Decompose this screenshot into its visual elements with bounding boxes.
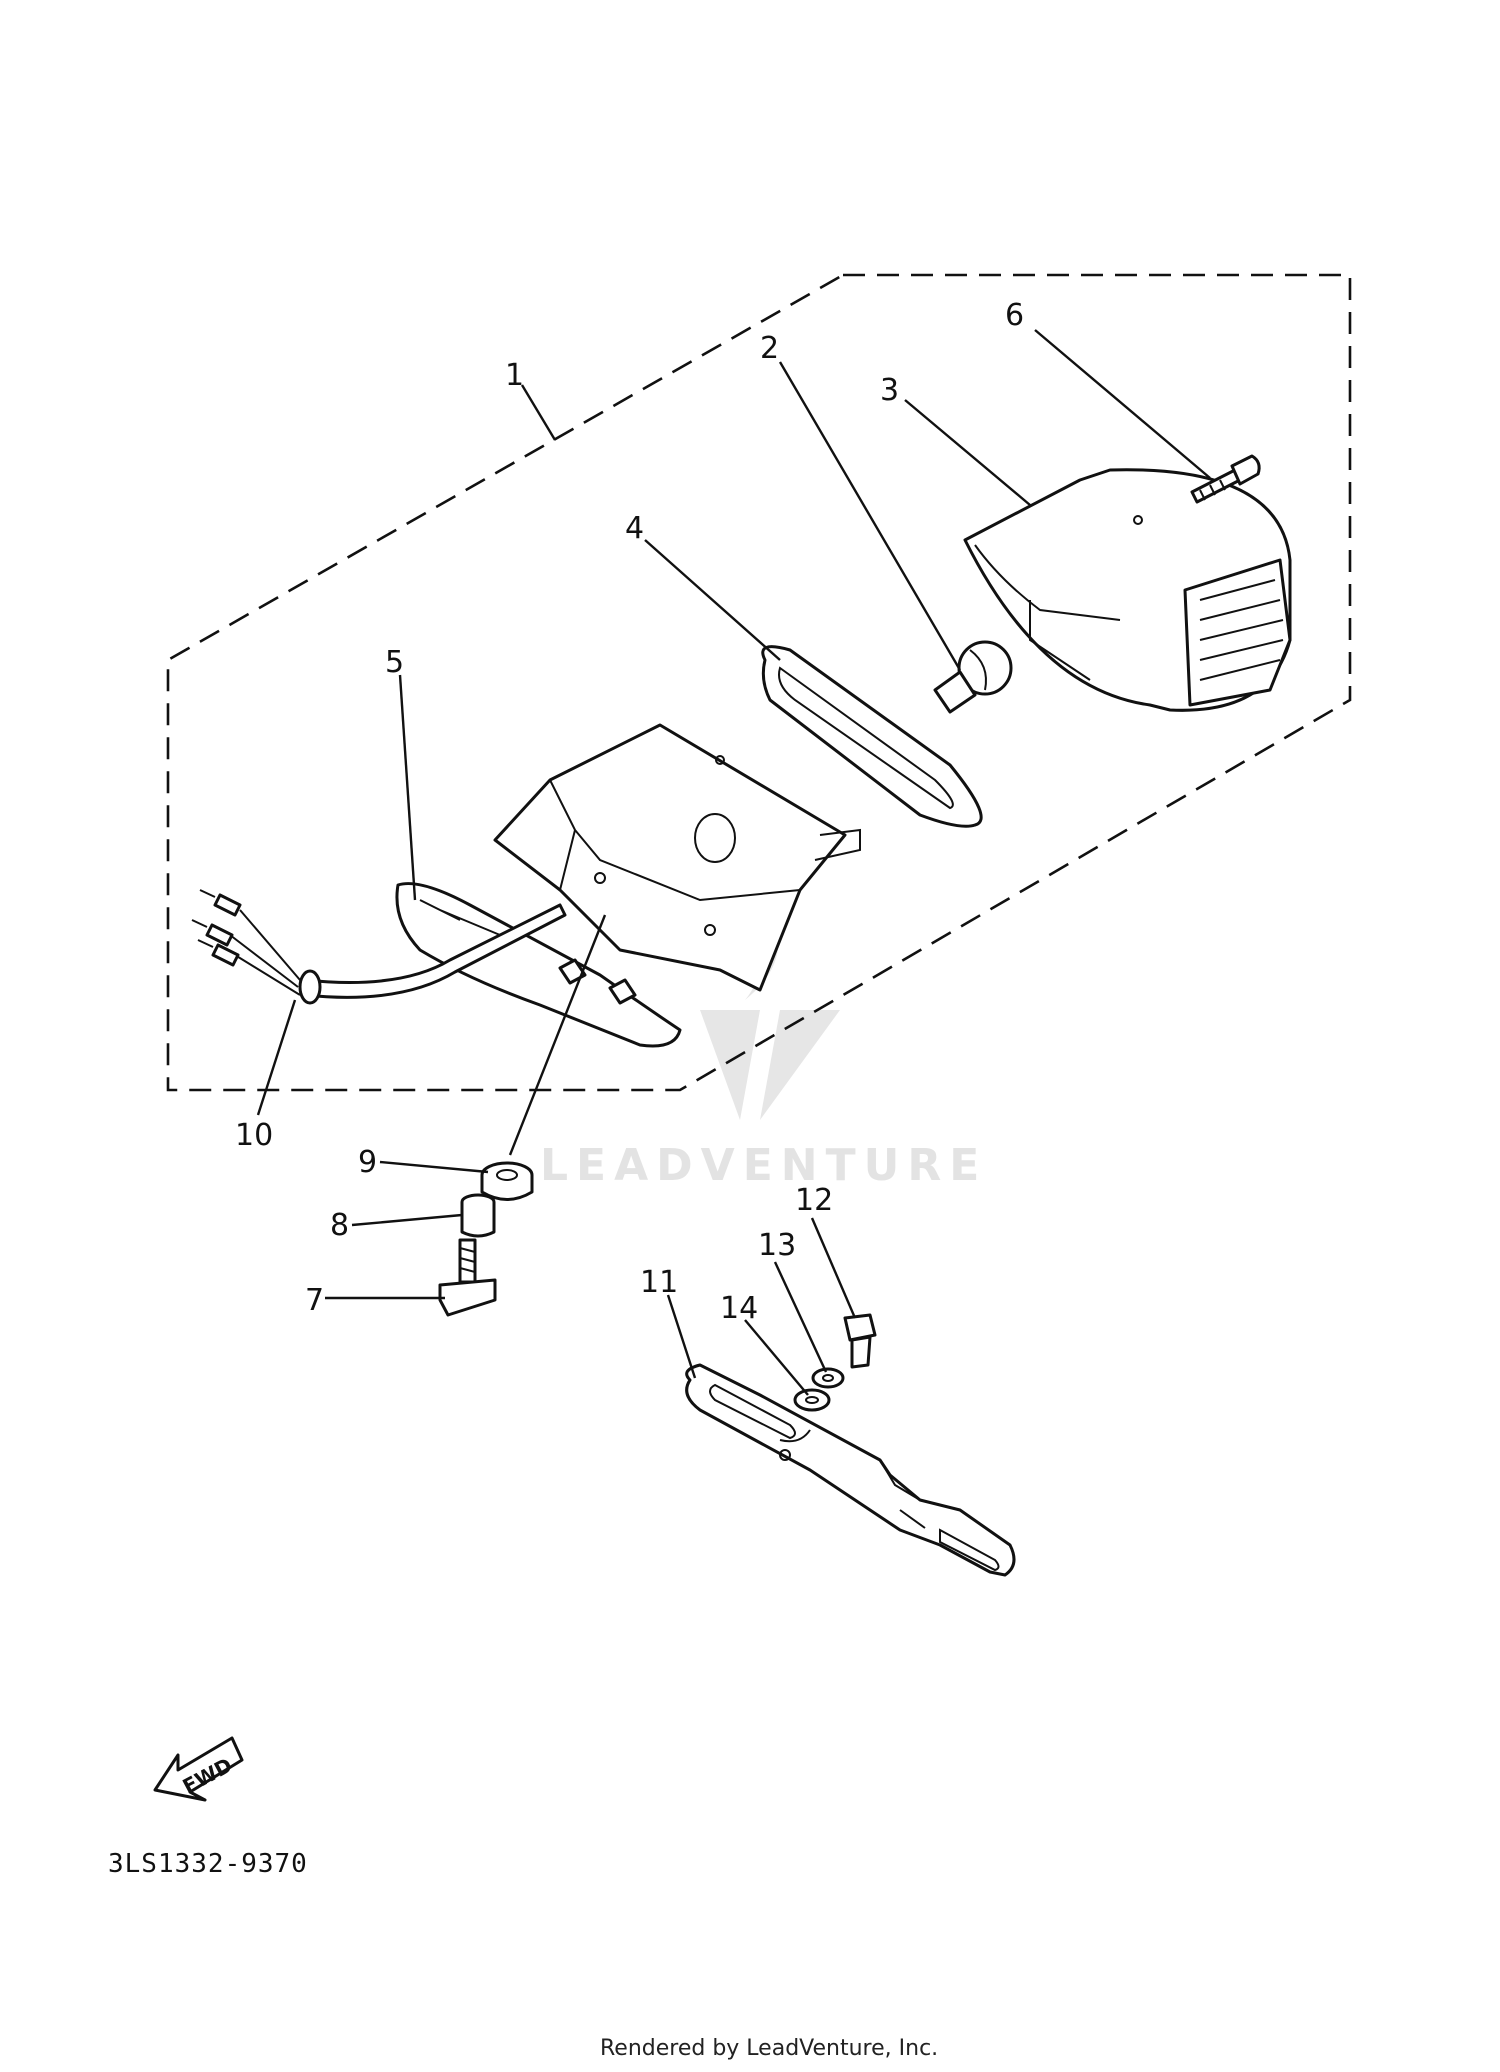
assembly-boundary <box>166 273 1352 1092</box>
part-6-screw <box>1190 454 1261 504</box>
callout-14: 14 <box>720 1291 758 1326</box>
fwd-arrow-icon: FWD <box>153 1736 244 1802</box>
part-5-base <box>395 723 861 1048</box>
watermark: LEADVENTURE <box>540 900 987 1191</box>
callout-4: 4 <box>625 511 644 546</box>
part-13-lock-washer <box>811 1367 845 1389</box>
callout-13: 13 <box>758 1228 796 1263</box>
part-11-bracket <box>685 1363 1016 1577</box>
part-10-harness <box>191 889 567 1005</box>
part-8-collar <box>460 1193 496 1238</box>
callout-5: 5 <box>385 645 404 680</box>
callout-10: 10 <box>235 1118 273 1153</box>
callout-6: 6 <box>1005 298 1024 333</box>
callout-3: 3 <box>880 373 899 408</box>
part-2-bulb <box>933 640 1013 714</box>
callout-12: 12 <box>795 1183 833 1218</box>
part-code: 3LS1332-9370 <box>108 1849 308 1879</box>
leader-lines <box>256 329 1211 1396</box>
callout-11: 11 <box>640 1265 678 1300</box>
part-3-lens <box>963 468 1292 712</box>
part-7-bolt <box>438 1238 497 1317</box>
part-12-bolt <box>843 1313 877 1369</box>
callout-9: 9 <box>358 1145 377 1180</box>
callout-2: 2 <box>760 331 779 366</box>
part-4-gasket <box>761 645 983 828</box>
callout-7: 7 <box>305 1283 324 1318</box>
footer-credit: Rendered by LeadVenture, Inc. <box>600 2036 938 2061</box>
part-9-grommet <box>480 1161 534 1201</box>
callouts: 1 2 3 4 5 6 7 8 9 10 11 12 13 14 <box>235 298 1024 1326</box>
watermark-text: LEADVENTURE <box>540 1140 987 1191</box>
part-14-washer <box>793 1388 831 1412</box>
callout-8: 8 <box>330 1208 349 1243</box>
callout-1: 1 <box>505 358 524 393</box>
